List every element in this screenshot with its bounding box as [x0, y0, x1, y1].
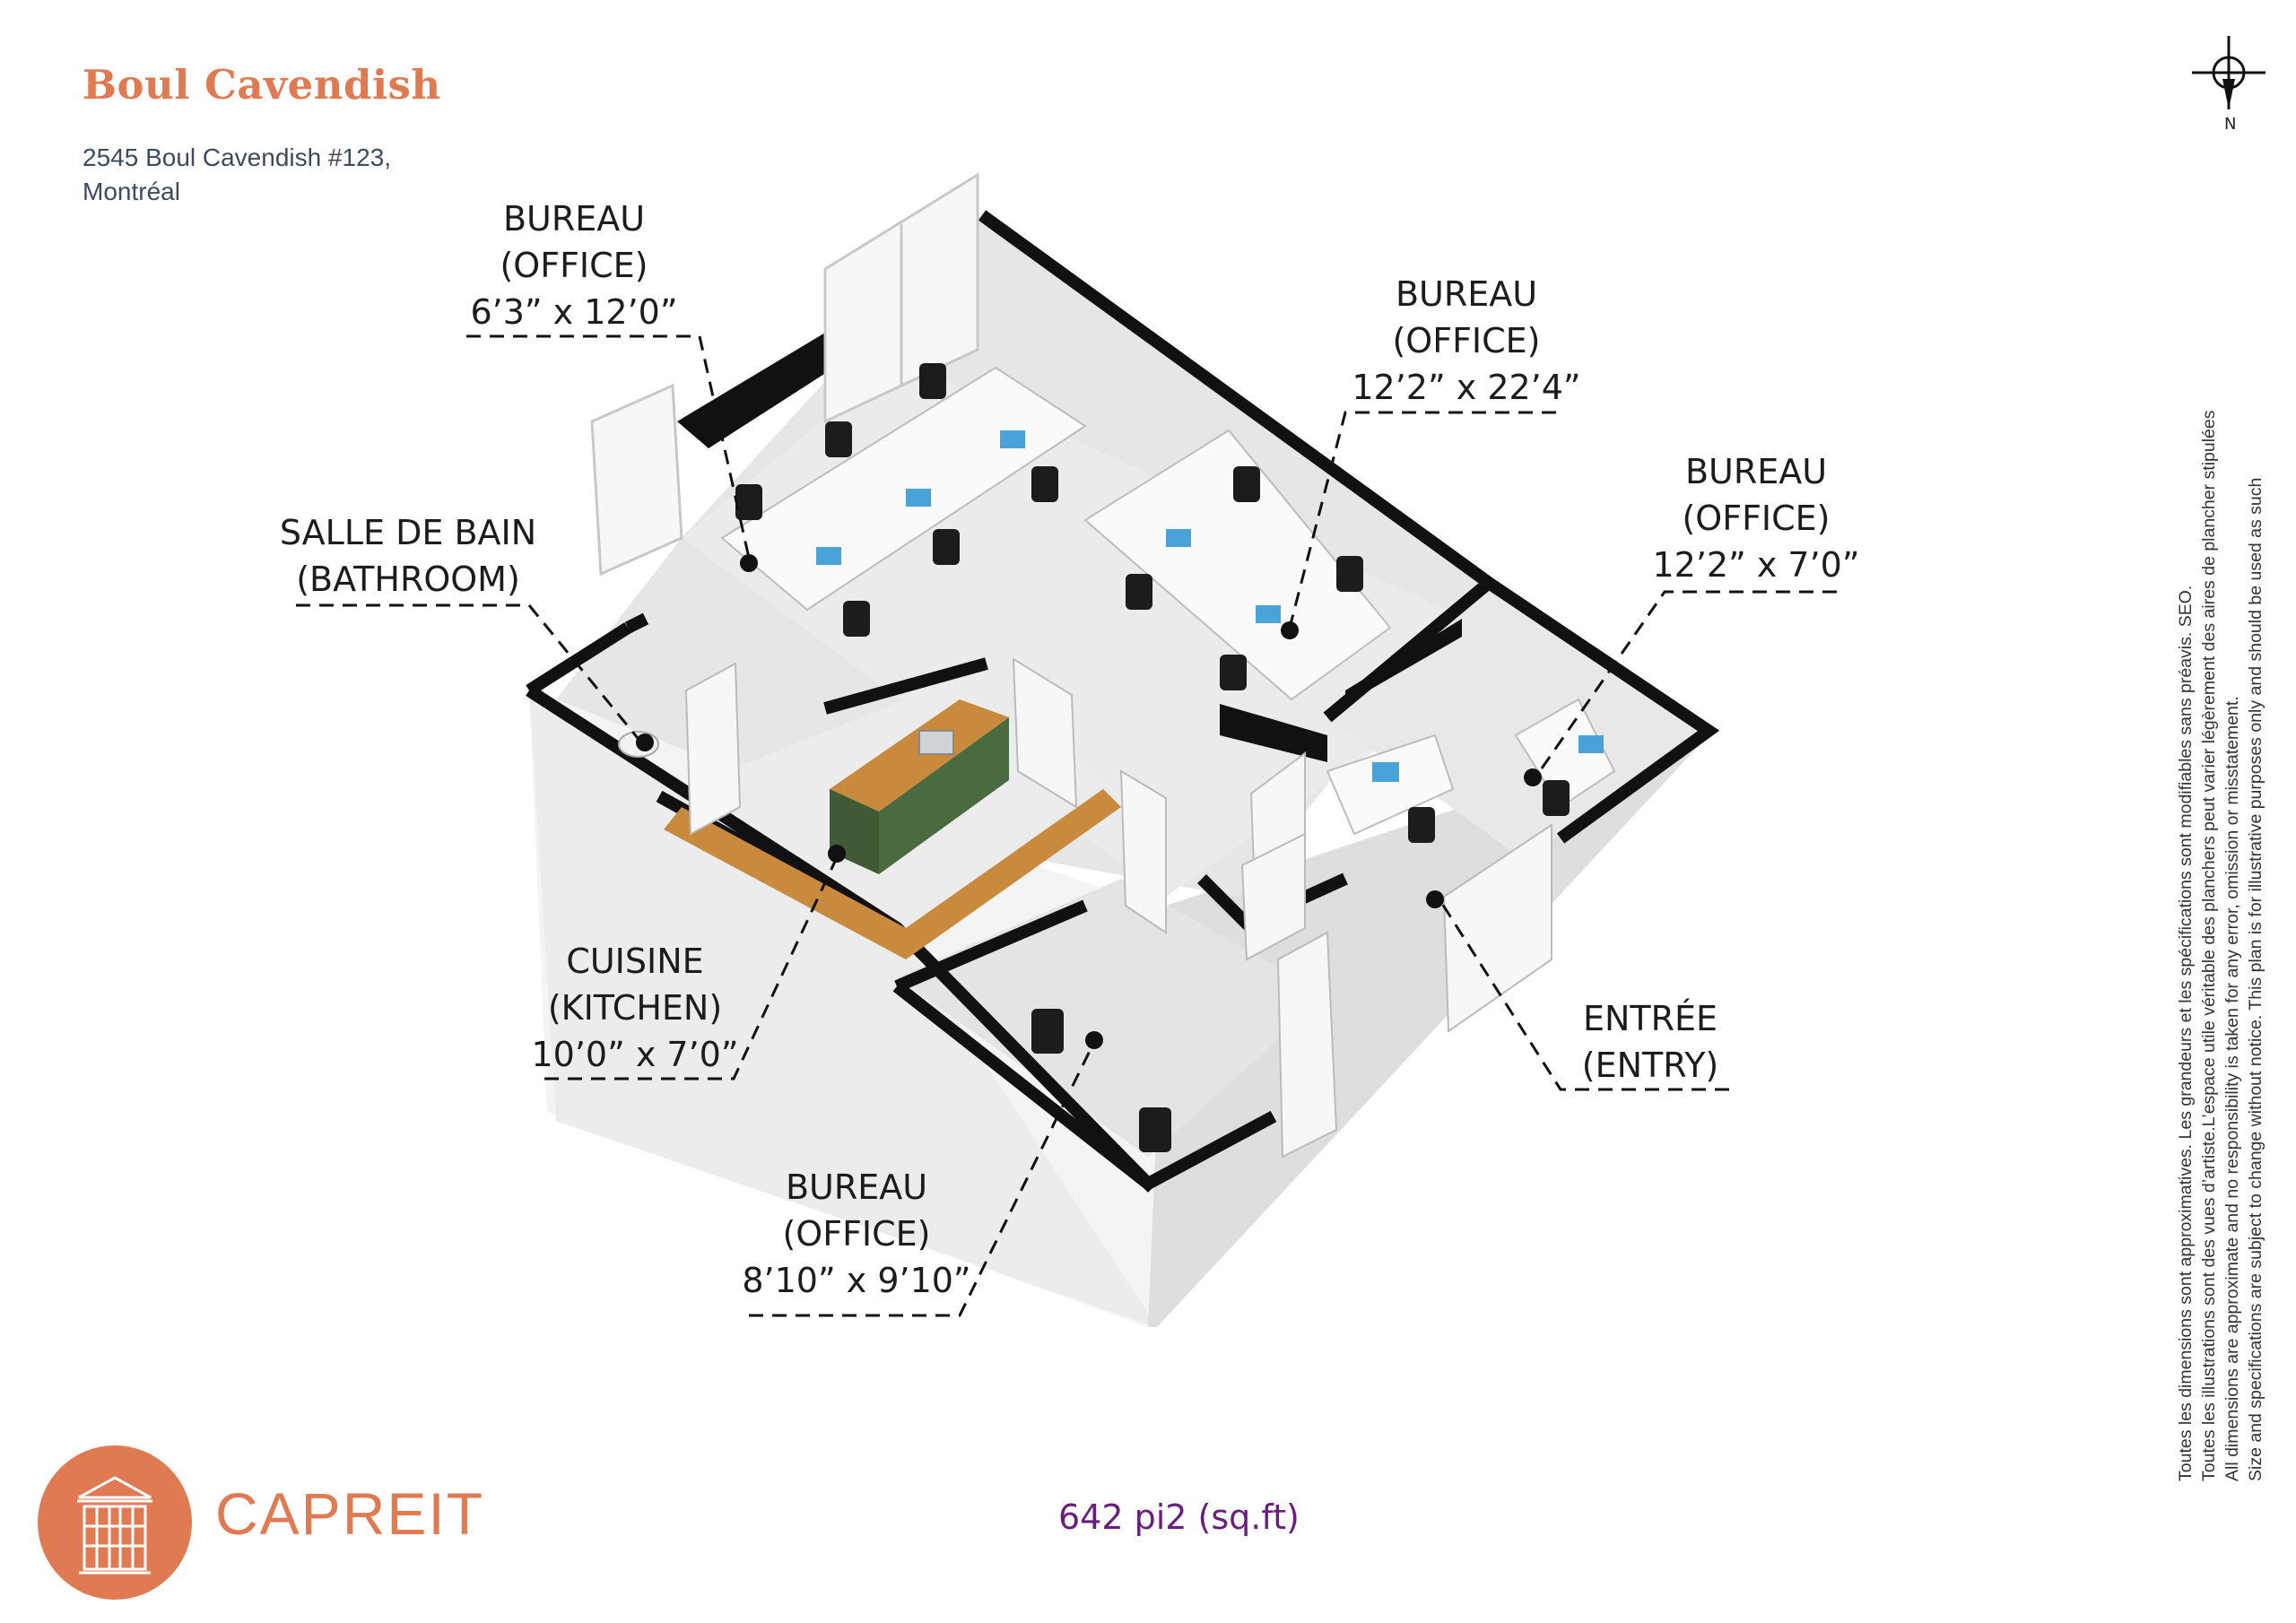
room-name-en: (KITCHEN) [547, 988, 723, 1028]
room-name: BUREAU [785, 1167, 928, 1207]
room-name-en: (OFFICE) [782, 1214, 931, 1254]
leader-dots [636, 554, 1542, 1049]
monitors [816, 430, 1604, 782]
room-dims: 12’2” x 7’0” [1652, 545, 1860, 585]
room-dims: 8’10” x 9’10” [742, 1261, 971, 1300]
desks [720, 366, 1616, 836]
room-dims: 12’2” x 22’4” [1352, 368, 1581, 407]
page-title: Boul Cavendish [83, 61, 441, 108]
room-dims: 10’0” x 7’0” [531, 1035, 739, 1074]
total-area: 642 pi2 (sq.ft) [1058, 1497, 1300, 1537]
kitchen-counter [664, 789, 1121, 959]
room-name: BUREAU [502, 199, 646, 239]
room-label-office-ne: BUREAU (OFFICE) 12’2” x 7’0” [1639, 448, 1873, 588]
room-name-en: (ENTRY) [1581, 1046, 1719, 1085]
doors [684, 657, 1552, 1159]
room-name: BUREAU [1684, 452, 1828, 491]
building-facade-icon [38, 1445, 192, 1600]
office-chairs [735, 363, 1570, 1152]
room-label-bathroom: SALLE DE BAIN (BATHROOM) [269, 509, 547, 603]
disclaimer-line-1: Toutes les dimensions sont approximative… [2176, 585, 2196, 1481]
room-label-office-nw: BUREAU (OFFICE) 6’3” x 12’0” [466, 195, 682, 335]
brand-name: CAPREIT [215, 1480, 485, 1547]
disclaimer-line-2: Toutes les illustrations sont des vues d… [2199, 410, 2219, 1482]
north-arrow-icon [2192, 36, 2266, 109]
room-name: ENTRÉE [1582, 999, 1718, 1038]
room-name-en: (OFFICE) [1392, 321, 1541, 360]
disclaimer-line-4: Size and specifications are subject to c… [2246, 477, 2266, 1481]
room-name: SALLE DE BAIN [279, 513, 537, 552]
leader-lines [296, 334, 1837, 1317]
windows [590, 172, 979, 577]
room-name: BUREAU [1395, 274, 1538, 314]
compass-north-label: N [2224, 115, 2237, 134]
room-label-kitchen: CUISINE (KITCHEN) 10’0” x 7’0” [518, 938, 752, 1078]
room-label-office-main: BUREAU (OFFICE) 12’2” x 22’4” [1345, 271, 1587, 411]
address-line-2: Montréal [83, 178, 180, 205]
room-name-en: (BATHROOM) [296, 560, 520, 599]
room-dims: 6’3” x 12’0” [470, 292, 678, 332]
room-name-en: (OFFICE) [1682, 499, 1831, 538]
room-name: CUISINE [566, 942, 704, 981]
wall-blocks [677, 327, 1462, 762]
room-label-entry: ENTRÉE (ENTRY) [1565, 995, 1735, 1089]
disclaimer-line-3: All dimensions are approximate and no re… [2222, 696, 2242, 1481]
room-label-office-s: BUREAU (OFFICE) 8’10” x 9’10” [735, 1164, 978, 1304]
address-line-1: 2545 Boul Cavendish #123, [83, 143, 392, 171]
disclaimer: Toutes les dimensions sont approximative… [2174, 316, 2267, 1482]
room-name-en: (OFFICE) [500, 246, 648, 285]
